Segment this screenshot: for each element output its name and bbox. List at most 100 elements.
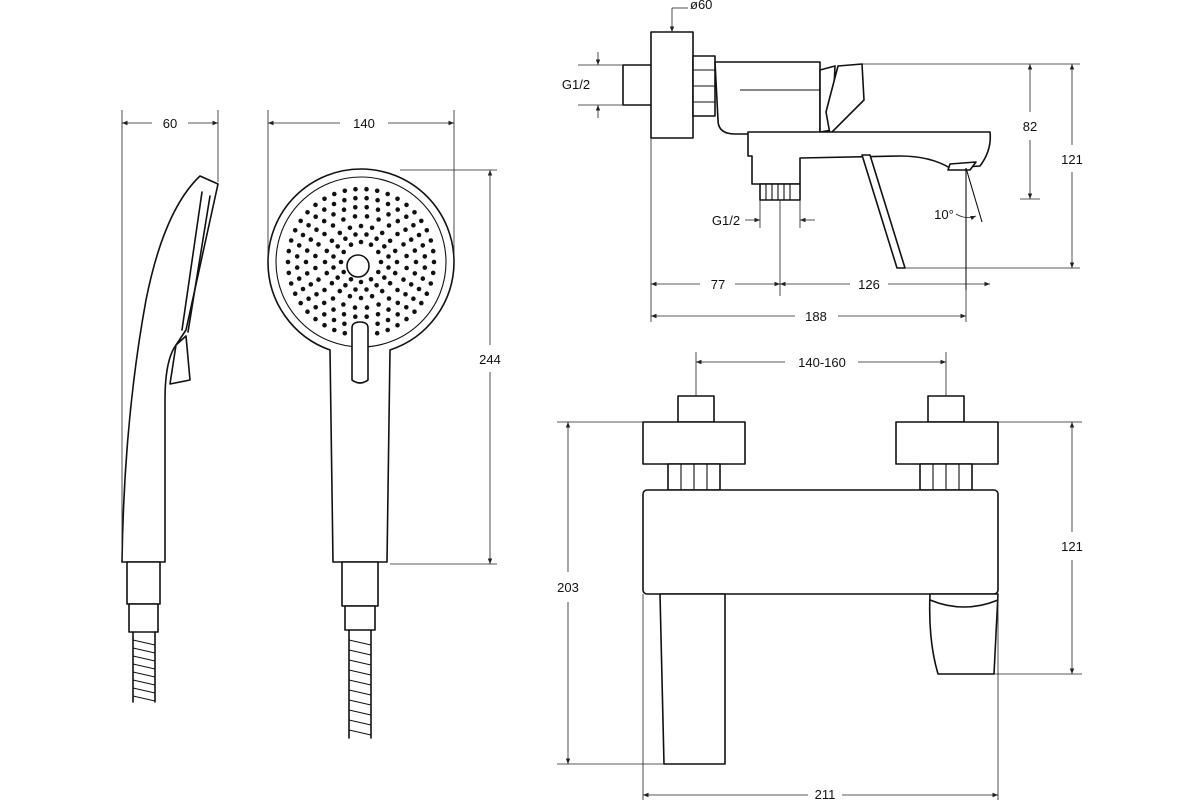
mixer-side-dimensions: ø60 G1/2 G1/2 82 121 10° 77 126 <box>562 0 1083 324</box>
spray-hole <box>335 244 341 249</box>
spray-hole <box>385 201 391 207</box>
spray-hole <box>341 302 346 307</box>
spray-hole <box>288 238 294 243</box>
spray-hole <box>330 223 336 228</box>
spray-hole <box>322 259 328 265</box>
spray-hole <box>364 214 370 219</box>
spray-hole <box>296 276 302 281</box>
spray-hole <box>386 265 391 270</box>
spray-hole <box>412 309 417 315</box>
spray-hole <box>331 265 336 270</box>
spray-hole <box>305 210 310 215</box>
spray-hole <box>395 322 400 328</box>
spray-hole <box>386 254 391 259</box>
spray-hole <box>322 231 327 237</box>
spray-hole <box>316 242 321 247</box>
spray-hole <box>331 201 337 207</box>
spray-hole <box>313 316 318 322</box>
spray-hole <box>420 243 426 248</box>
spray-hole <box>387 238 393 244</box>
spray-hole <box>374 283 379 288</box>
spray-hole <box>341 217 346 222</box>
spray-hole <box>408 282 414 287</box>
spray-hole <box>348 242 354 247</box>
spray-hole <box>337 230 343 236</box>
spray-hole <box>306 223 311 228</box>
spray-hole <box>374 330 380 336</box>
spray-hole <box>337 288 343 294</box>
spray-hole <box>347 225 353 231</box>
dim-140: 140 <box>353 116 375 131</box>
dim-g12-inlet: G1/2 <box>562 77 590 92</box>
spray-hole <box>341 207 347 212</box>
spray-hole <box>285 259 291 265</box>
spray-hole <box>376 249 381 255</box>
spray-hole <box>313 253 318 259</box>
spray-hole <box>395 207 401 212</box>
spray-hole <box>411 296 416 302</box>
spray-hole <box>322 287 327 293</box>
dim-140-160: 140-160 <box>798 355 846 370</box>
spray-hole <box>404 202 409 208</box>
spray-hole <box>313 305 319 310</box>
spray-hole <box>385 327 391 333</box>
spray-hole <box>419 300 424 306</box>
spray-hole <box>329 238 335 244</box>
spray-hole <box>412 271 418 276</box>
spray-hole <box>378 259 384 265</box>
spray-hole <box>401 277 406 282</box>
spray-hole <box>358 223 364 229</box>
spray-hole <box>374 236 379 241</box>
dim-126: 126 <box>858 277 880 292</box>
spray-hole <box>298 218 304 224</box>
handshower-side-view <box>121 175 219 703</box>
spray-hole <box>395 196 400 202</box>
spray-hole <box>342 188 348 194</box>
spray-hole <box>313 202 318 208</box>
spray-hole <box>364 305 370 310</box>
spray-hole <box>364 314 370 320</box>
dim-diameter-60: ø60 <box>690 0 712 12</box>
spray-hole <box>403 227 408 232</box>
spray-hole <box>395 287 400 293</box>
spray-hole <box>348 277 354 282</box>
spray-hole <box>304 271 310 276</box>
spray-holes <box>285 186 437 336</box>
dim-60-side: 60 <box>163 116 177 131</box>
spray-hole <box>395 300 401 306</box>
spray-hole <box>353 205 358 210</box>
spray-hole <box>404 305 409 310</box>
spray-hole <box>422 254 428 259</box>
spray-hole <box>338 259 344 265</box>
spray-hole <box>379 230 385 236</box>
dim-82: 82 <box>1023 119 1037 134</box>
spray-hole <box>404 265 409 271</box>
spray-hole <box>300 286 306 292</box>
spray-hole <box>314 292 319 297</box>
spray-hole <box>352 214 358 219</box>
spray-hole <box>376 269 381 275</box>
spray-hole <box>353 314 358 320</box>
spray-hole <box>304 248 310 253</box>
spray-hole <box>316 277 321 282</box>
spray-hole <box>424 228 430 233</box>
dim-77: 77 <box>711 277 725 292</box>
spray-hole <box>364 195 369 201</box>
spray-hole <box>322 196 327 202</box>
spray-hole <box>369 293 375 299</box>
spray-hole <box>335 275 341 280</box>
spray-hole <box>294 254 300 259</box>
spray-hole <box>403 292 408 297</box>
spray-hole <box>411 223 416 228</box>
spray-hole <box>303 259 309 265</box>
spray-hole <box>412 210 417 215</box>
handshower-dimensions: 60 140 244 <box>121 110 501 565</box>
spray-hole <box>342 197 347 203</box>
spray-hole <box>424 291 430 297</box>
spray-hole <box>308 282 314 287</box>
spray-hole <box>401 242 406 247</box>
spray-hole <box>395 231 400 237</box>
spray-hole <box>430 270 436 276</box>
spray-hole <box>404 316 409 322</box>
spray-hole <box>292 291 298 297</box>
